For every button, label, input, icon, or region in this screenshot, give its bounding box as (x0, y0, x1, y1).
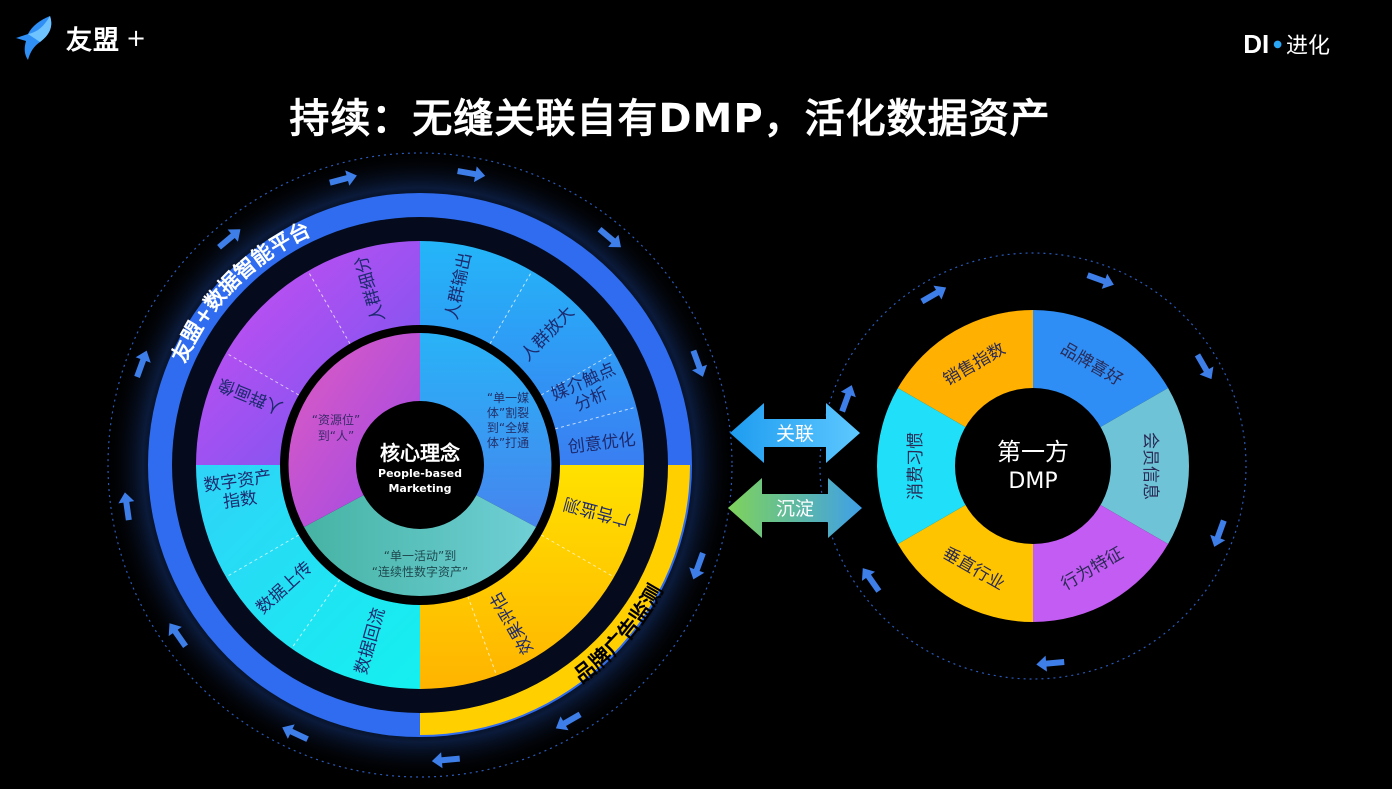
orbit-arrow-icon (555, 711, 582, 731)
dotted-orbit-right (819, 252, 1247, 680)
orbit-arrow-icon (118, 492, 135, 521)
dmp-center (955, 388, 1111, 544)
people-text-2: 到“人” (318, 429, 354, 443)
orbit-arrow-icon (134, 350, 151, 378)
dotted-orbit-left (107, 152, 733, 778)
core-sub1: People-based (378, 467, 462, 480)
orbit-arrow-icon (329, 170, 357, 186)
orbit-arrow-icon (861, 568, 882, 593)
outer-segment-line: 指数 (222, 488, 258, 513)
dmp-segment-label: 消费习惯 (906, 432, 926, 500)
inner-section-asset (304, 465, 536, 597)
partner-mark: DI (1243, 28, 1270, 59)
segment-divider (555, 406, 637, 430)
segment-divider (291, 579, 341, 649)
settle-connector: 沉淀 (728, 478, 862, 538)
orbit-arrow-icon (689, 552, 706, 580)
media-text-4: 体”打通 (487, 436, 529, 450)
orbit-arrow-icon (690, 349, 708, 377)
dmp-center-line1: 第一方 (997, 438, 1069, 466)
orbit-arrow-icon (920, 285, 947, 305)
segment-divider (307, 270, 351, 345)
asset-text-2: “连续性数字资产” (372, 564, 468, 579)
core-circle (356, 401, 484, 529)
media-text-1: “单一媒 (487, 391, 529, 405)
bird-icon (16, 16, 52, 60)
segment-divider (225, 534, 300, 578)
orbit-arrow-icon (597, 226, 621, 248)
brand-plus: + (126, 24, 148, 52)
core-sub2: Marketing (388, 482, 451, 495)
orbit-arrow-icon (1036, 655, 1065, 672)
brand-name: 友盟 (66, 25, 121, 56)
settle-arrow (728, 478, 862, 538)
settle-label: 沉淀 (776, 498, 814, 520)
page-title: 持续：无缝关联自有DMP，活化数据资产 (289, 96, 1051, 142)
dmp-segment-label: 会员信息 (1140, 432, 1160, 500)
segment-divider (225, 352, 300, 396)
core-title: 核心理念 (380, 441, 460, 465)
media-text-3: 到“全媒 (487, 420, 529, 435)
partner-logo: DI ● 进化 (1243, 28, 1330, 60)
dmp-center-line2: DMP (1008, 469, 1057, 494)
segment-divider (540, 352, 615, 396)
dot-icon: ● (1273, 38, 1282, 50)
link-connector: 关联 (730, 403, 860, 463)
segment-divider (540, 534, 615, 578)
orbit-arrow-icon (431, 752, 461, 769)
orbit-arrow-icon (1210, 519, 1227, 547)
asset-text-1: “单一活动”到 (384, 549, 456, 563)
orbit-arrow-icon (168, 623, 189, 648)
media-text-2: 体”割裂 (487, 405, 529, 420)
segment-divider (489, 270, 533, 345)
umeng-logo: 友盟 + (14, 14, 147, 62)
orbit-arrow-icon (1086, 272, 1114, 289)
partner-text: 进化 (1285, 34, 1330, 59)
orbit-arrow-icon (457, 166, 486, 183)
orbit-arrow-icon (282, 724, 309, 742)
orbit-arrow-icon (839, 385, 856, 413)
orbit-arrow-icon (1194, 353, 1214, 380)
link-label: 关联 (776, 423, 814, 445)
link-arrow (730, 403, 860, 463)
people-text-1: “资源位” (312, 412, 360, 427)
orbit-arrows (118, 166, 1227, 769)
segment-divider (467, 596, 498, 676)
orbit-arrow-icon (217, 229, 241, 250)
